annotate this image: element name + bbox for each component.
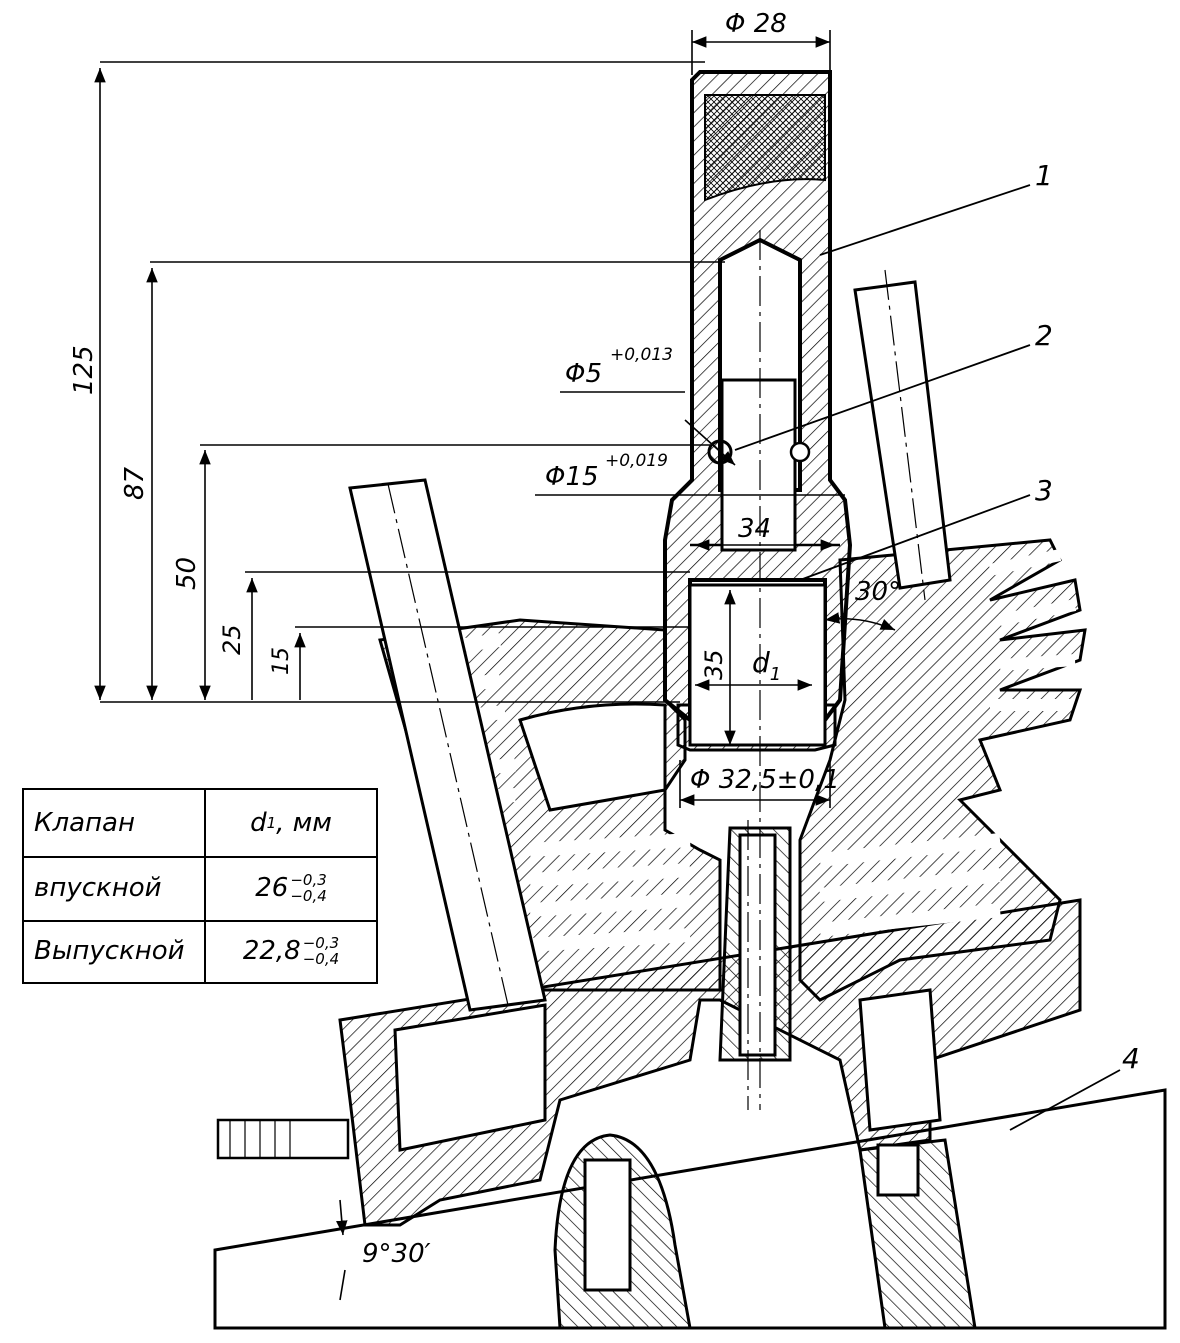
table-cell-d1: 22,8 −0,3 −0,4: [206, 920, 376, 982]
dim-diameter-5-tolerance: +0,013: [610, 345, 673, 365]
table-cell-valve-text: Выпускной: [34, 936, 185, 966]
dim-angle-9-30: 9°30′: [362, 1239, 431, 1269]
table-cell-tol-upper: −0,3: [302, 934, 340, 952]
table-cell-tol-lower: −0,4: [290, 887, 327, 905]
table-cell-d1: 26 −0,3 −0,4: [206, 856, 376, 920]
dim-d1: d1: [752, 646, 781, 685]
dim-diameter-32-5: Φ 32,5±0,1: [690, 765, 840, 795]
dim-height-125: 125: [69, 345, 99, 395]
dim-height-35: 35: [700, 649, 728, 680]
dim-diameter-15-tolerance: +0,019: [605, 451, 668, 471]
valve-guide: [718, 820, 792, 1110]
dim-height-87: 87: [120, 466, 150, 500]
dimension-lines: [94, 30, 896, 1301]
pilot-cutter: [688, 230, 827, 1110]
dim-width-34: 34: [738, 514, 771, 544]
dim-diameter-5: Φ5: [565, 359, 602, 389]
table-cell-valve: впускной: [24, 856, 206, 920]
table-cell-tolerance: −0,3 −0,4: [303, 935, 339, 967]
callout-2: 2: [1035, 319, 1053, 352]
dim-angle-30: 30°: [855, 577, 901, 607]
table-header-valve-text: Клапан: [34, 808, 135, 838]
table-cell-valve: Выпускной: [24, 920, 206, 982]
table-header-d1-symbol: d: [250, 808, 267, 838]
table-row: впускной 26 −0,3 −0,4: [24, 856, 376, 922]
callout-leaders: [734, 184, 1121, 1131]
callout-3: 3: [1035, 474, 1053, 507]
callout-1: 1: [1035, 159, 1053, 192]
table-cell-tolerance: −0,3 −0,4: [290, 872, 326, 904]
table-row: Выпускной 22,8 −0,3 −0,4: [24, 920, 376, 982]
push-rod-right: [853, 269, 952, 601]
dim-height-15: 15: [269, 647, 294, 675]
pin-2-opposite: [789, 441, 811, 463]
table-header-valve: Клапан: [24, 790, 206, 856]
table-cell-valve-text: впускной: [34, 873, 162, 903]
table-cell-tol-lower: −0,4: [302, 950, 340, 968]
dim-diameter-28: Φ 28: [725, 9, 787, 39]
callout-4: 4: [1122, 1042, 1140, 1075]
push-rod-left: [348, 478, 547, 1012]
crankcase-bottom: [553, 1133, 977, 1330]
table-cell-nominal: 26: [255, 873, 289, 903]
dim-diameter-15: Φ15: [545, 462, 599, 492]
table-cell-nominal: 22,8: [242, 936, 301, 966]
table-header-unit: , мм: [276, 808, 332, 838]
stud-left: [216, 1118, 350, 1160]
dim-height-50: 50: [172, 557, 202, 590]
table-header-d1-sub: 1: [266, 814, 277, 832]
table-cell-tol-upper: −0,3: [290, 871, 327, 889]
dim-height-25: 25: [218, 624, 246, 655]
